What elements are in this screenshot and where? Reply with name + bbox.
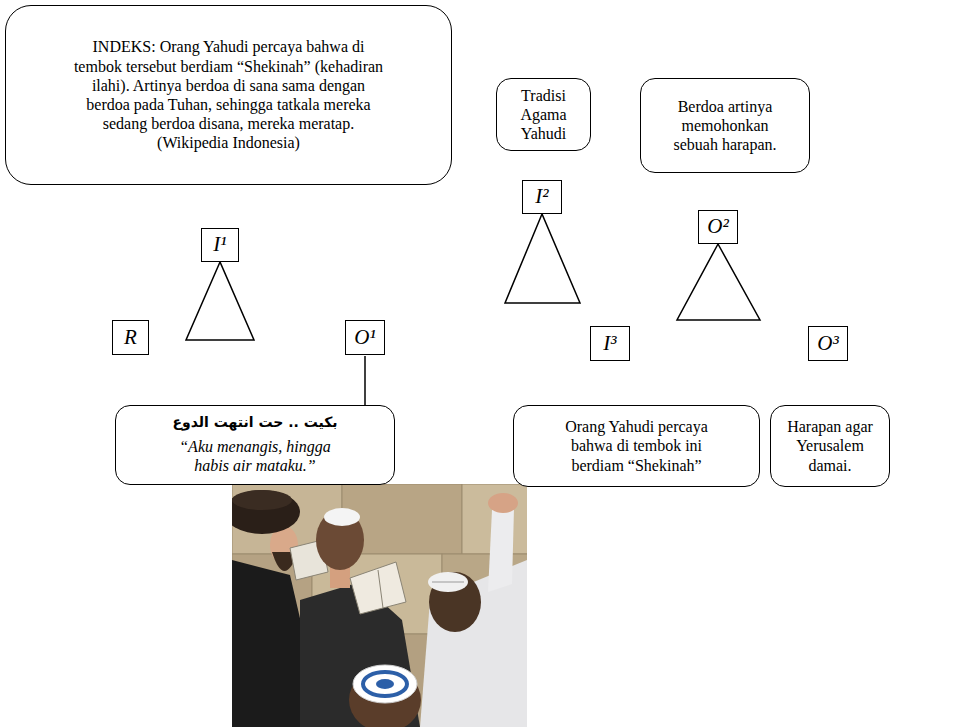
semiotic-triangle	[186, 262, 254, 340]
object-label: O³	[808, 326, 848, 361]
concept-box: Harapan agar Yerusalem damai.	[770, 405, 890, 487]
node-text: I¹	[213, 232, 226, 257]
quote-box: بكيت .. حت انتهت الدوع “Aku menangis, hin…	[115, 405, 395, 485]
node-text: INDEKS: Orang Yahudi percaya bahwa di te…	[72, 37, 385, 152]
index-note-box: INDEKS: Orang Yahudi percaya bahwa di te…	[5, 5, 452, 185]
interpretant-label: I²	[522, 180, 562, 214]
interpretant-label: I³	[590, 326, 630, 361]
node-text: I²	[535, 184, 548, 209]
node-text: O²	[707, 214, 728, 239]
node-text: O³	[817, 331, 838, 356]
concept-box: Tradisi Agama Yahudi	[496, 78, 591, 151]
node-text: O¹	[354, 325, 375, 350]
node-text: “Aku menangis, hingga habis air mataku.”	[166, 437, 344, 475]
interpretant-label: I¹	[201, 228, 239, 262]
representamen-label: R	[112, 320, 149, 355]
node-text: I³	[603, 331, 616, 356]
node-text: بكيت .. حت انتهت الدوع	[172, 414, 337, 431]
concept-box: Orang Yahudi percaya bahwa di tembok ini…	[513, 405, 760, 487]
semiotic-triangle	[677, 244, 760, 320]
object-label: O²	[698, 210, 738, 244]
node-text: Tradisi Agama Yahudi	[507, 86, 580, 144]
node-text: Orang Yahudi percaya bahwa di tembok ini…	[552, 417, 721, 475]
semiotic-triangle	[505, 214, 580, 303]
node-text: R	[124, 325, 137, 350]
object-label: O¹	[345, 320, 385, 355]
concept-box: Berdoa artinya memohonkan sebuah harapan…	[640, 78, 810, 173]
node-text: Berdoa artinya memohonkan sebuah harapan…	[663, 97, 787, 155]
node-text: Harapan agar Yerusalem damai.	[780, 417, 880, 475]
wailing-wall-photo	[232, 484, 527, 727]
